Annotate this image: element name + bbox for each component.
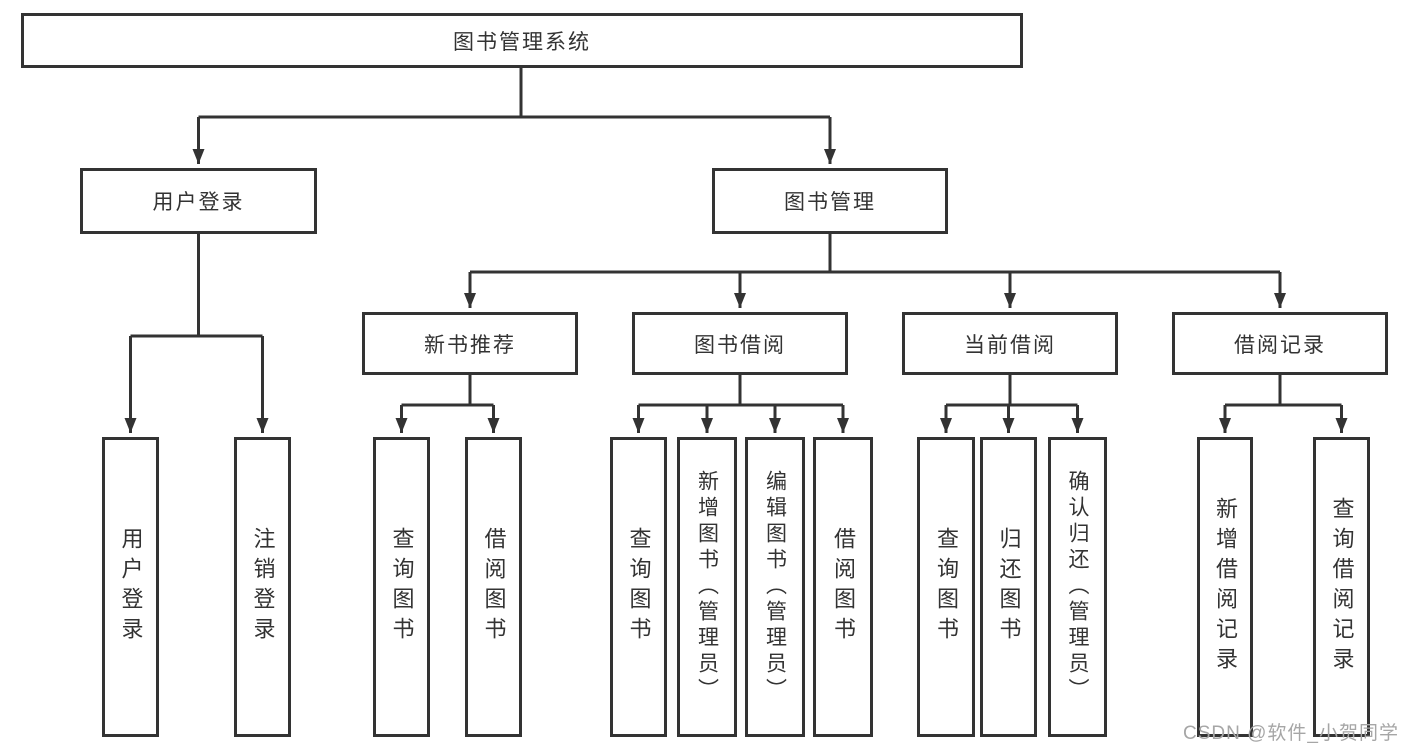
- leaf-confirm-return-admin: 确认归还（管理员）: [1048, 437, 1107, 737]
- leaf-add-book-admin: 新增图书（管理员）: [677, 437, 737, 737]
- leaf-return-book: 归还图书: [980, 437, 1037, 737]
- node-new-book-rec-label: 新书推荐: [424, 333, 516, 357]
- node-book-borrow: 图书借阅: [632, 312, 848, 375]
- node-root: 图书管理系统: [21, 13, 1023, 68]
- leaf-add-borrow-record: 新增借阅记录: [1197, 437, 1253, 737]
- node-root-label: 图书管理系统: [453, 30, 591, 54]
- node-user-login-group-label: 用户登录: [152, 191, 245, 214]
- node-new-book-rec: 新书推荐: [362, 312, 578, 375]
- csdn-watermark: CSDN @软件_小贺同学: [1183, 723, 1399, 744]
- node-borrow-records: 借阅记录: [1172, 312, 1388, 375]
- leaf-query-borrow-record: 查询借阅记录: [1313, 437, 1370, 737]
- node-book-mgmt-group: 图书管理: [712, 168, 948, 234]
- node-current-borrow: 当前借阅: [902, 312, 1118, 375]
- leaf-query-books-rec: 查询图书: [373, 437, 430, 737]
- leaf-edit-book-admin: 编辑图书（管理员）: [745, 437, 805, 737]
- node-borrow-records-label: 借阅记录: [1234, 333, 1326, 357]
- node-user-login-group: 用户登录: [80, 168, 317, 234]
- node-book-borrow-label: 图书借阅: [694, 333, 786, 357]
- leaf-borrow-books-rec: 借阅图书: [465, 437, 522, 737]
- node-book-mgmt-group-label: 图书管理: [784, 191, 876, 214]
- leaf-borrow-books: 借阅图书: [813, 437, 873, 737]
- leaf-logout: 注销登录: [234, 437, 291, 737]
- leaf-user-login: 用户登录: [102, 437, 159, 737]
- node-current-borrow-label: 当前借阅: [964, 333, 1056, 357]
- leaf-query-books-current: 查询图书: [917, 437, 975, 737]
- leaf-query-books-borrow: 查询图书: [610, 437, 667, 737]
